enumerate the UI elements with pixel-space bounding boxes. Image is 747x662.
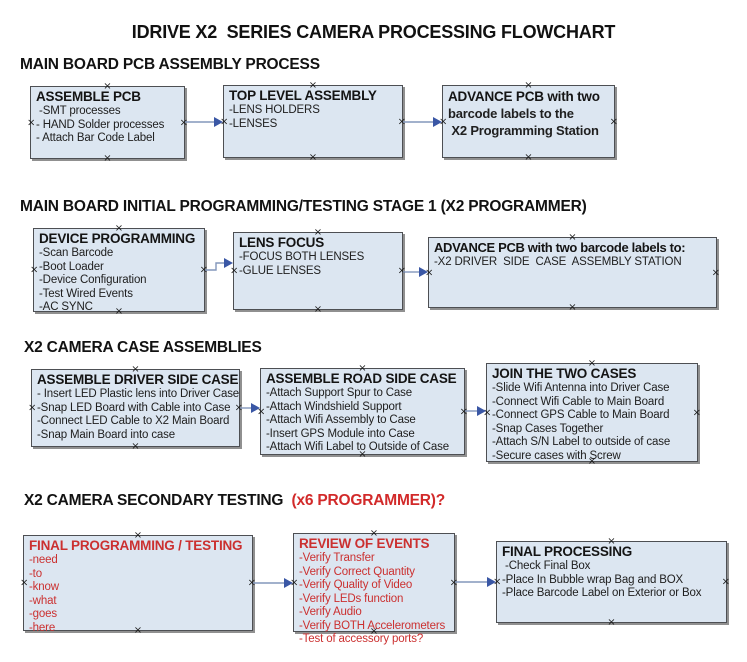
heading-red-part: (x6 PROGRAMMER)?: [291, 492, 446, 509]
section-heading-initial-programming: MAIN BOARD INITIAL PROGRAMMING/TESTING S…: [20, 198, 587, 215]
box-item: -Attach Windshield Support: [266, 400, 402, 413]
flow-box-assemble-road-side-case: ASSEMBLE ROAD SIDE CASE -Attach Support …: [257, 364, 468, 460]
anchor-x-mark: ×: [568, 302, 577, 313]
anchor-x-mark: ×: [30, 264, 39, 276]
box-title: LENS FOCUS: [239, 235, 325, 250]
box-title: FINAL PROGRAMMING / TESTING: [29, 538, 243, 553]
box-item: -Connect LED Cable to X2 Main Board: [37, 415, 230, 427]
box-item: -GLUE LENSES: [239, 264, 321, 277]
box-item: -Attach S/N Label to outside of case: [492, 436, 671, 448]
flow-arrow: [253, 578, 293, 588]
box-item: -X2 DRIVER SIDE CASE ASSEMBLY STATION: [434, 256, 682, 268]
flow-box-final-processing: FINAL PROCESSING -Check Final Box -Place…: [493, 537, 730, 628]
box-item: -Connect Wifi Cable to Main Board: [492, 395, 665, 408]
box-title: ADVANCE PCB with two: [448, 89, 600, 104]
box-item: -Device Configuration: [39, 274, 147, 286]
box-item: -Verify Correct Quantity: [299, 565, 415, 578]
anchor-x-mark: ×: [131, 441, 140, 452]
box-item: -Test of accessory ports?: [299, 633, 424, 645]
box-title: ADVANCE PCB with two barcode labels to:: [434, 240, 686, 255]
box-item: -Verify Audio: [299, 606, 362, 618]
anchor-x-mark: ×: [524, 152, 533, 163]
box-item: -Test Wired Events: [39, 287, 133, 300]
box-item: -Check Final Box: [502, 560, 591, 572]
box-title: DEVICE PROGRAMMING: [39, 231, 196, 246]
section-heading-secondary-testing: X2 CAMERA SECONDARY TESTING (x6 PROGRAMM…: [24, 492, 445, 510]
box-item: -Verify BOTH Accelerometers: [299, 619, 446, 632]
box-item: -Connect GPS Cable to Main Board: [492, 409, 670, 421]
box-item: -Place In Bubble wrap Bag and BOX: [502, 573, 684, 586]
heading-black-part: X2 CAMERA SECONDARY TESTING: [24, 492, 292, 509]
box-item: -Place Barcode Label on Exterior or Box: [502, 587, 702, 599]
page-title: IDRIVE X2 SERIES CAMERA PROCESSING FLOWC…: [131, 22, 616, 42]
flow-box-device-programming: DEVICE PROGRAMMING -Scan Barcode -Boot L…: [30, 224, 208, 317]
box-title: JOIN THE TWO CASES: [492, 366, 637, 381]
box-item: -here: [29, 621, 56, 634]
box-title: REVIEW OF EVENTS: [299, 536, 430, 551]
anchor-x-mark: ×: [313, 304, 323, 315]
box-item: -Snap Cases Together: [492, 422, 604, 435]
box-item: X2 Programming Station: [448, 123, 599, 138]
box-item: -Scan Barcode: [39, 247, 114, 259]
box-title: ASSEMBLE ROAD SIDE CASE: [266, 371, 457, 386]
box-item: -Slide Wifi Antenna into Driver Case: [492, 382, 670, 394]
box-item: -Verify Transfer: [299, 552, 375, 564]
section-heading-case-assemblies: X2 CAMERA CASE ASSEMBLIES: [24, 339, 262, 356]
box-item: -LENSES: [229, 117, 278, 130]
box-item: - HAND Solder processes: [36, 118, 165, 131]
anchor-x-mark: ×: [607, 617, 616, 628]
flow-box-top-level-assembly: TOP LEVEL ASSEMBLY -LENS HOLDERS -LENSES…: [220, 81, 406, 163]
anchor-x-mark: ×: [20, 577, 29, 589]
box-item: -LENS HOLDERS: [229, 104, 320, 116]
box-item: -to: [29, 567, 42, 580]
flow-arrow: [455, 577, 496, 587]
box-item: barcode labels to the: [448, 106, 574, 121]
box-item: -Snap Main Board into case: [37, 428, 176, 441]
box-title: TOP LEVEL ASSEMBLY: [229, 88, 377, 103]
flow-box-assemble-pcb: ASSEMBLE PCB -SMT processes - HAND Solde…: [27, 82, 188, 164]
box-title: FINAL PROCESSING: [502, 544, 633, 559]
box-item: -Verify Quality of Video: [299, 579, 413, 591]
box-item: -Attach Wifi Assembly to Case: [266, 414, 416, 426]
flow-box-lens-focus: LENS FOCUS -FOCUS BOTH LENSES -GLUE LENS…: [230, 228, 406, 315]
anchor-x-mark: ×: [27, 117, 36, 128]
flow-arrow: [465, 406, 486, 416]
box-item: -need: [29, 554, 58, 566]
box-item: -goes: [29, 608, 58, 620]
box-item: -Snap LED Board with Cable into Case: [37, 401, 231, 414]
box-item: -Attach Wifi Label to Outside of Case: [266, 441, 450, 453]
anchor-x-mark: ×: [308, 152, 318, 163]
anchor-x-mark: ×: [103, 153, 112, 164]
box-title: ASSEMBLE PCB: [36, 89, 141, 104]
box-title: ASSEMBLE DRIVER SIDE CASE: [37, 372, 239, 387]
box-item: -AC SYNC: [39, 301, 93, 313]
flow-box-review-of-events: REVIEW OF EVENTS -Verify Transfer -Verif…: [290, 529, 458, 646]
box-item: - Attach Bar Code Label: [36, 132, 155, 144]
flow-box-advance-pcb-case-assembly: ADVANCE PCB with two barcode labels to: …: [425, 233, 720, 313]
section-heading-pcb-assembly: MAIN BOARD PCB ASSEMBLY PROCESS: [20, 56, 320, 73]
flow-box-final-programming-testing: FINAL PROGRAMMING / TESTING -need -to -k…: [20, 531, 256, 636]
flow-arrow: [240, 403, 260, 413]
anchor-x-mark: ×: [28, 402, 37, 414]
box-item: -what: [29, 594, 57, 607]
box-item: -Attach Support Spur to Case: [266, 387, 413, 399]
flow-arrow: [185, 117, 223, 127]
box-item: -Insert GPS Module into Case: [266, 427, 415, 440]
box-item: -SMT processes: [36, 105, 121, 117]
box-item: -Secure cases with Screw: [492, 449, 621, 462]
box-item: -FOCUS BOTH LENSES: [239, 251, 365, 263]
flow-box-assemble-driver-side-case: ASSEMBLE DRIVER SIDE CASE - Insert LED P…: [28, 365, 243, 452]
box-item: -know: [29, 581, 59, 593]
box-item: - Insert LED Plastic lens into Driver Ca…: [37, 388, 240, 400]
flow-arrow-elbow: [205, 258, 233, 271]
flow-box-advance-pcb-programming-station: ADVANCE PCB with two barcode labels to t…: [439, 81, 618, 163]
flow-arrow: [403, 267, 428, 277]
box-item: -Boot Loader: [39, 260, 104, 273]
flow-box-join-the-two-cases: JOIN THE TWO CASES -Slide Wifi Antenna i…: [483, 359, 701, 467]
flow-arrow: [403, 117, 442, 127]
box-item: -Verify LEDs function: [299, 592, 404, 605]
